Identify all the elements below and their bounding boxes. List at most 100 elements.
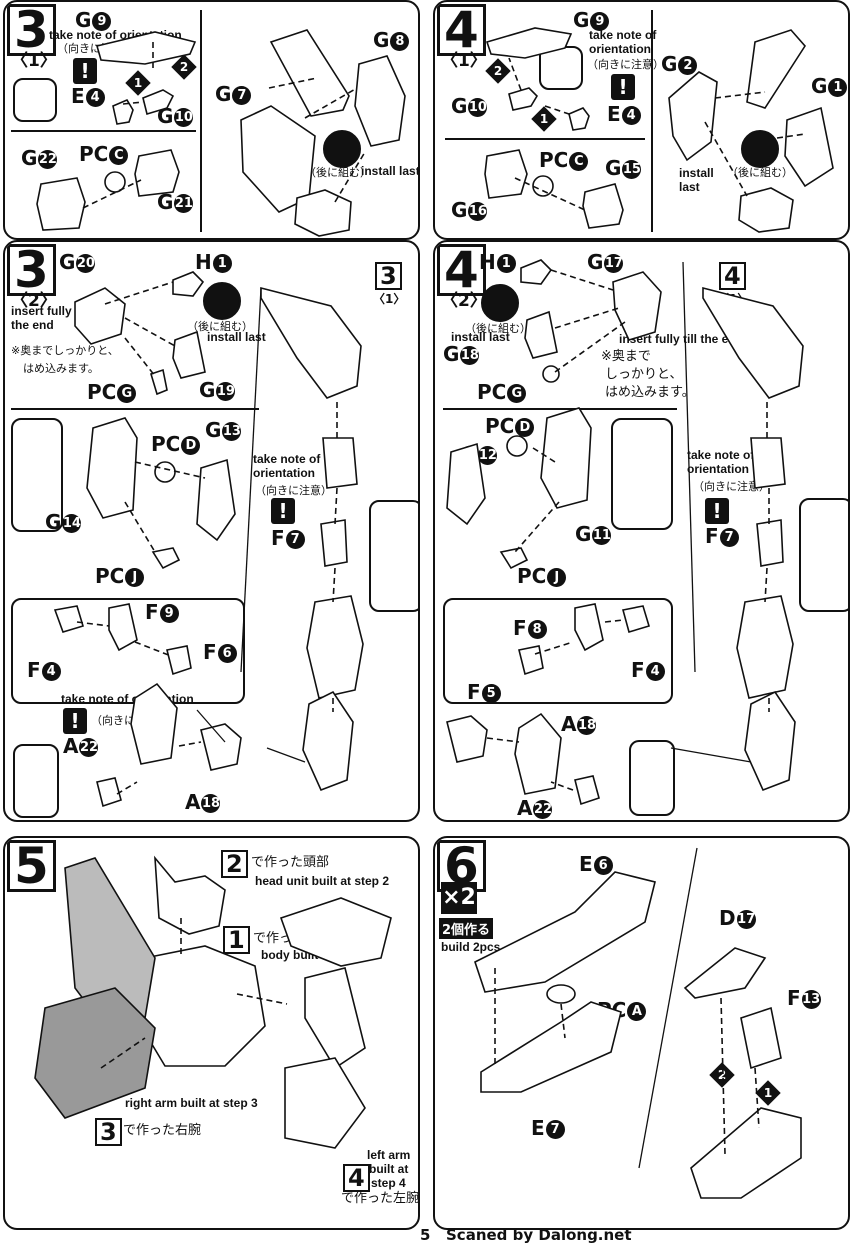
caution-icon: ! xyxy=(611,74,635,100)
caution-icon: ! xyxy=(271,498,295,524)
divider xyxy=(200,10,202,232)
step-6-panel: 6 ×2 2個作る build 2pcs E6 PCA E7 D17 F13 2… xyxy=(433,836,850,1230)
jp-head-unit: で作った頭部 xyxy=(251,855,330,870)
jp-right-arm: で作った右腕 xyxy=(123,1123,202,1138)
detail-inset xyxy=(611,418,673,530)
note-insert-fully: insert fully till the end xyxy=(619,332,744,346)
assembly-drawing xyxy=(484,27,834,233)
note-left-arm-2: built at xyxy=(369,1162,409,1176)
assembly-drawing xyxy=(474,847,802,1199)
note-orientation: take note of orientation xyxy=(589,28,657,56)
note-left-arm-3: step 4 xyxy=(371,1176,406,1190)
step-number: 4 xyxy=(437,244,486,296)
part-label-a22: A22 xyxy=(517,796,553,820)
jp-install-last: （後に組む） xyxy=(305,166,371,179)
jp-insert-2: はめ込みます。 xyxy=(23,362,99,375)
detail-inset xyxy=(369,500,418,612)
note-install-last: install last xyxy=(361,164,420,178)
jp-install-last: （後に組む） xyxy=(727,166,793,179)
jp-insert-1: ※奥までしっかりと、 xyxy=(11,344,119,357)
part-label-g15: G15 xyxy=(605,156,642,180)
part-label-g22: G22 xyxy=(21,146,58,170)
caution-icon: ! xyxy=(705,498,729,524)
step-substep: 〈1〉 xyxy=(11,51,57,71)
step-number: 3 xyxy=(7,4,56,56)
step-number: 3 xyxy=(7,244,56,296)
quantity-badge: ×2 xyxy=(441,882,477,914)
jp-install-last: （後に組む） xyxy=(187,320,253,333)
part-label-g19: G19 xyxy=(199,378,236,402)
reference-step: 3 xyxy=(375,262,402,290)
divider xyxy=(11,408,259,410)
detail-inset xyxy=(13,78,57,122)
part-label-d17: D17 xyxy=(719,906,756,930)
divider xyxy=(443,408,677,410)
install-last-icon xyxy=(323,130,361,168)
install-last-icon xyxy=(741,130,779,168)
part-label-f13: F13 xyxy=(787,986,821,1010)
jp-orientation: （向きに注意） xyxy=(693,480,770,493)
divider xyxy=(445,138,645,140)
jp-install-last: （後に組む） xyxy=(465,322,531,335)
divider xyxy=(11,130,196,132)
part-label-g13: G13 xyxy=(205,418,242,442)
jp-orientation: （向きに注意） xyxy=(255,484,332,497)
note-install-last: install last xyxy=(679,166,714,194)
part-label-g17: G17 xyxy=(587,250,624,274)
jp-orientation: （向きに注意） xyxy=(587,58,664,71)
detail-inset xyxy=(799,498,848,612)
caution-icon: ! xyxy=(73,58,97,84)
part-label-g18: G18 xyxy=(443,342,480,366)
jp-insert-1: ※奥まで xyxy=(601,349,651,364)
scan-credit: Scaned by Dalong.net xyxy=(446,1226,632,1244)
detail-inset xyxy=(13,744,59,818)
jp-insert-3: はめ込みます。 xyxy=(605,385,695,400)
note-orientation: take note of orientation xyxy=(253,452,321,480)
jp-left-arm: で作った左腕 xyxy=(341,1191,420,1206)
step-number: 5 xyxy=(7,840,56,892)
part-label-a18: A18 xyxy=(561,712,597,736)
part-label-a18: A18 xyxy=(185,790,221,814)
step-substep: 〈1〉 xyxy=(441,51,487,71)
hand-inset xyxy=(443,598,673,704)
part-label-g10: G10 xyxy=(451,94,488,118)
reference-step-4: 4 xyxy=(343,1164,370,1192)
jp-insert-2: しっかりと、 xyxy=(605,367,683,382)
part-label-g16: G16 xyxy=(451,198,488,222)
reference-step-1: 1 xyxy=(223,926,250,954)
note-build-2pcs: build 2pcs xyxy=(441,940,501,954)
part-label-g14: G14 xyxy=(45,510,82,534)
note-right-arm: right arm built at step 3 xyxy=(125,1096,258,1110)
assembly-drawing xyxy=(34,855,392,1149)
divider xyxy=(651,10,653,232)
note-orientation: take note of orientation xyxy=(687,448,755,476)
part-label-g21: G21 xyxy=(157,190,194,214)
caution-icon: ! xyxy=(63,708,87,734)
step-substep: 〈2〉 xyxy=(11,291,57,311)
note-head-unit: head unit built at step 2 xyxy=(255,874,390,888)
jp-build-2: 2個作る xyxy=(439,918,494,939)
